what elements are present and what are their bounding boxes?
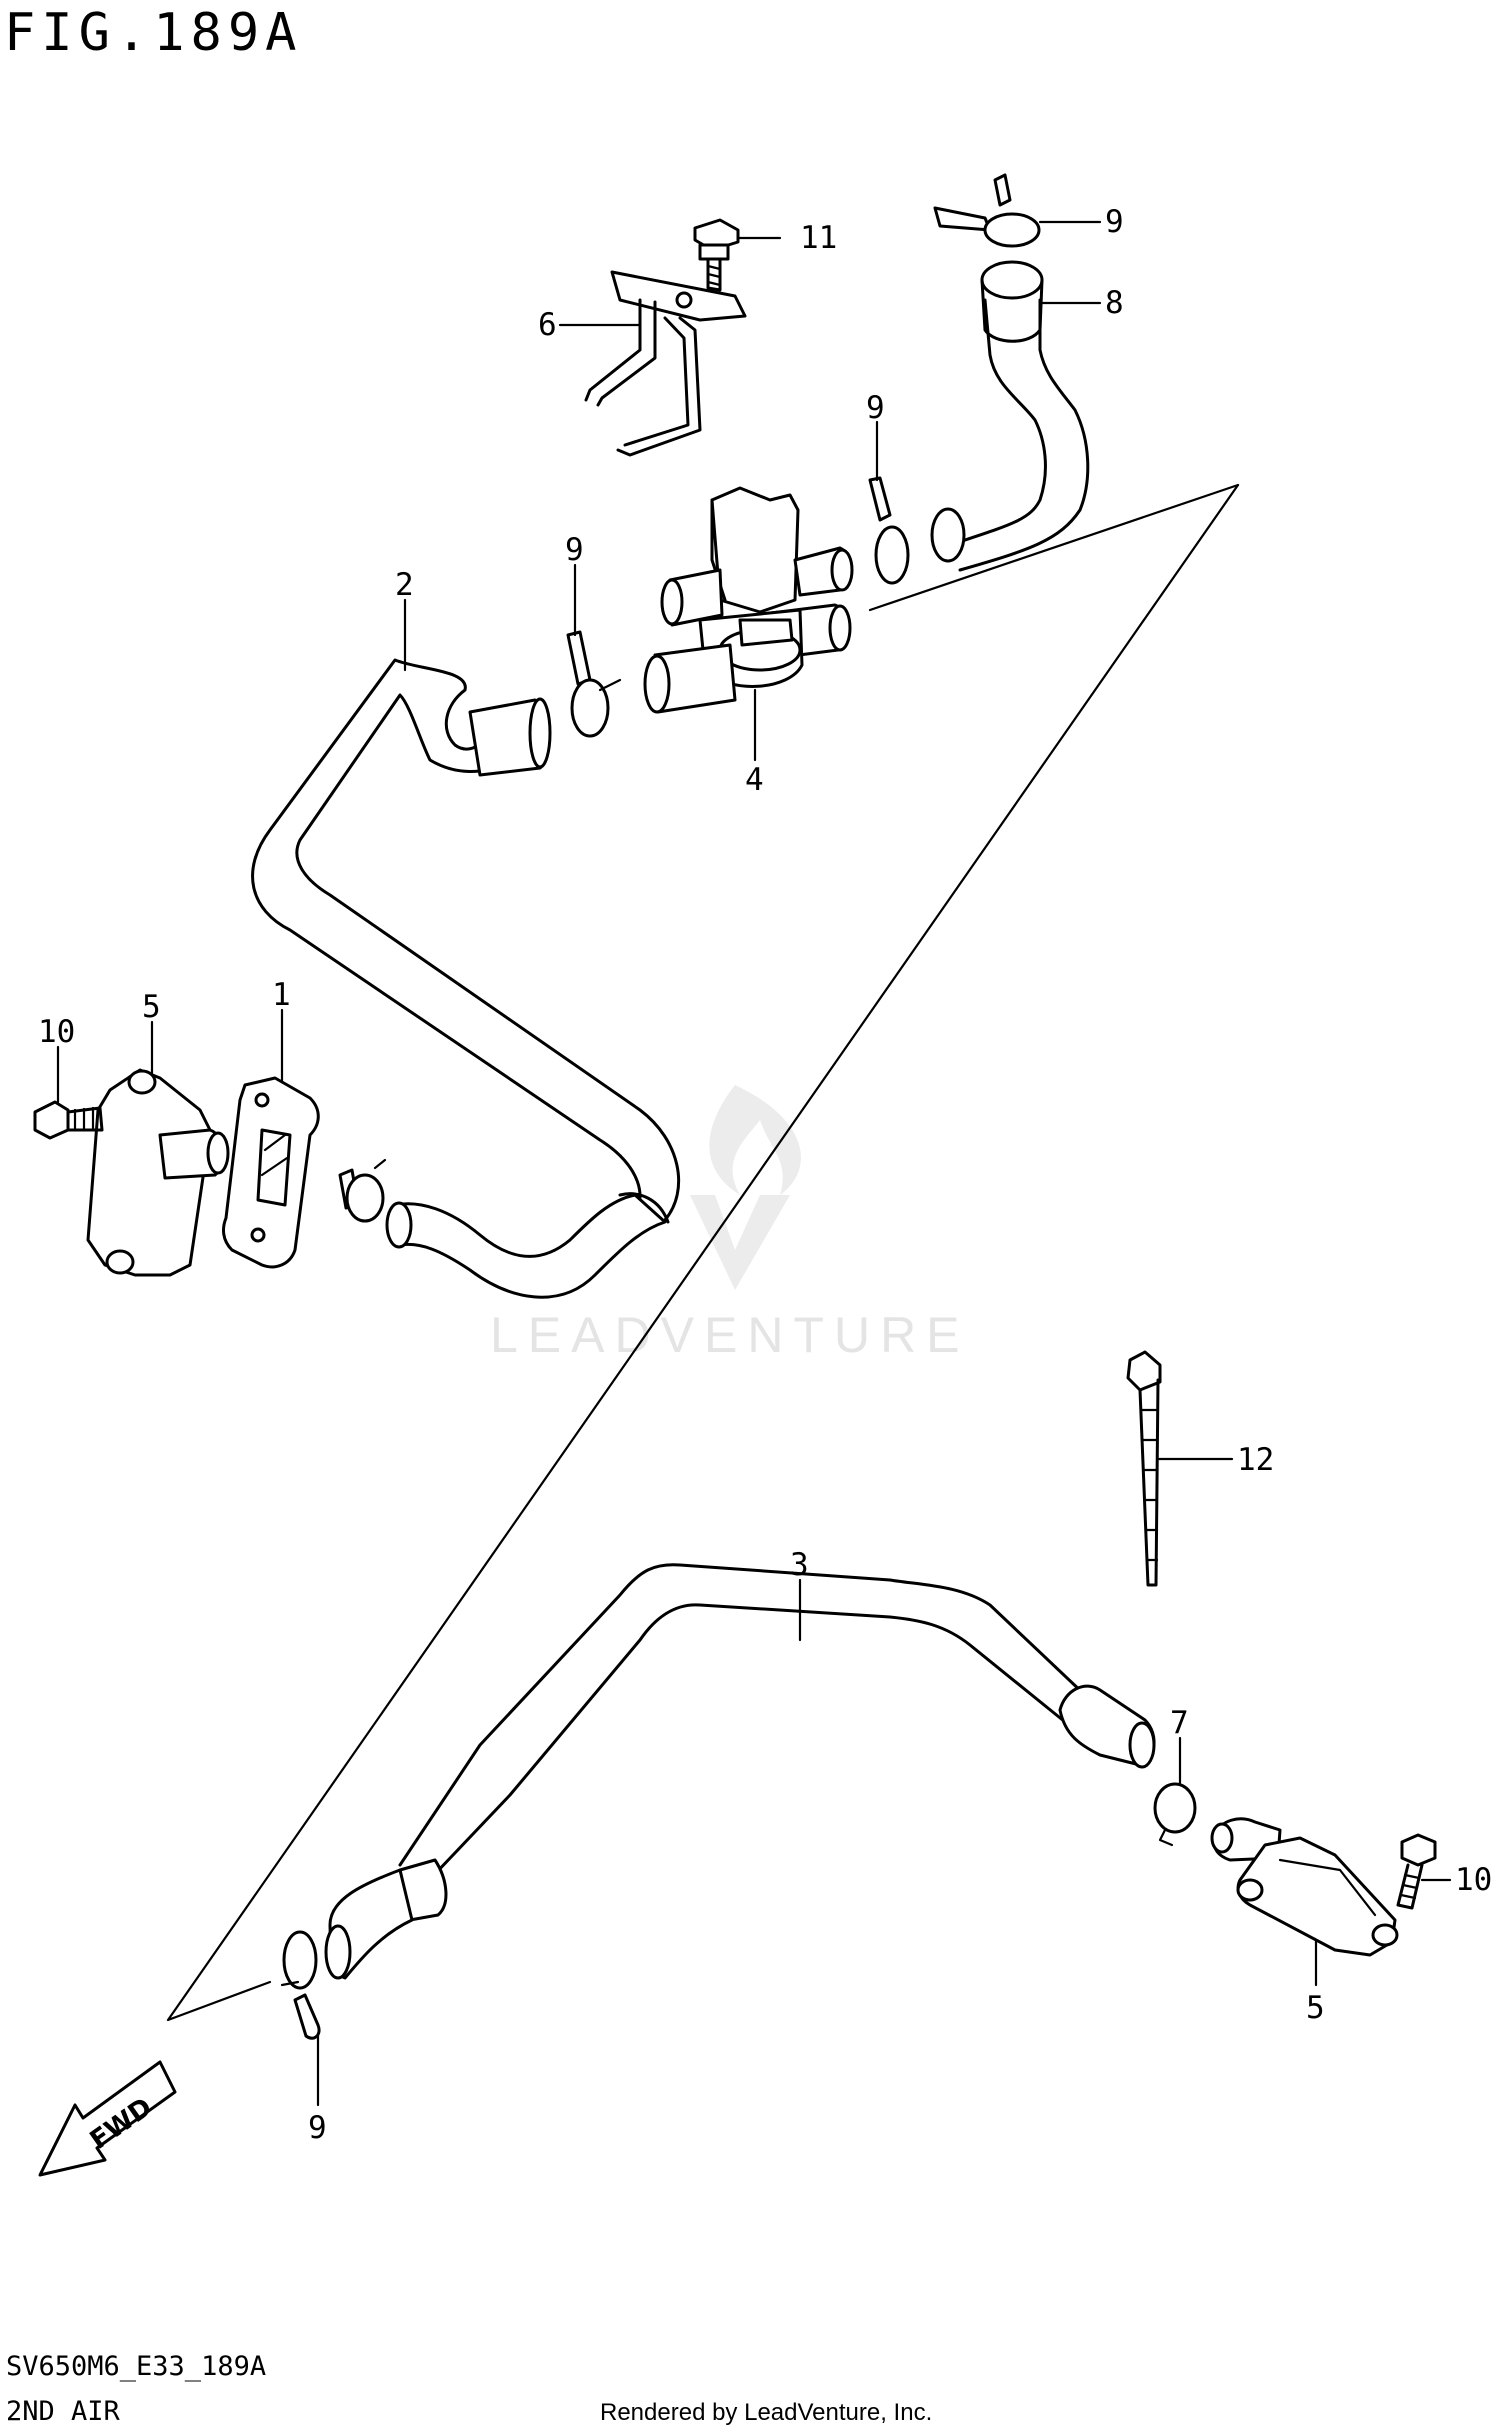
bolt-10-left (33, 1100, 104, 1140)
callout-5-left: 5 (142, 989, 161, 1025)
bolt-11 (693, 218, 740, 292)
assembly-boundary-line (166, 483, 1240, 2022)
boundary-upper-edge (868, 483, 1240, 612)
callout-11: 11 (800, 220, 837, 256)
clamp-9-top (933, 173, 1041, 248)
callout-9-upper-left: 9 (565, 532, 584, 568)
callout-6: 6 (538, 307, 557, 343)
callout-10-left: 10 (38, 1014, 75, 1050)
callout-4: 4 (745, 762, 764, 798)
figure-title: FIG.189A (4, 3, 302, 63)
callout-10-right: 10 (1455, 1862, 1492, 1898)
gasket-1 (222, 1076, 320, 1269)
clamp-9-bottom (280, 1930, 321, 2040)
clamp-9-upper-left (566, 630, 622, 738)
valve-4 (643, 486, 854, 714)
clamp-9-upper-right (868, 476, 910, 585)
hose-3 (324, 1563, 1156, 1980)
reed-cover-5-left (86, 1068, 230, 1277)
callout-9-bottom: 9 (308, 2110, 327, 2146)
callout-1: 1 (272, 977, 291, 1013)
callout-8: 7 (1170, 1705, 1189, 1741)
section-name: 2ND AIR (6, 2396, 121, 2427)
reed-cover-5-right (1210, 1817, 1399, 1957)
rendered-by-credit: Rendered by LeadVenture, Inc. (600, 2399, 932, 2426)
bolt-10-right (1396, 1833, 1437, 1910)
watermark-text: LEADVENTURE (490, 1307, 970, 1363)
clamp-8 (1153, 1782, 1197, 1847)
callout-2: 2 (395, 567, 414, 603)
leader-lines (56, 220, 1452, 2107)
hose-7 (930, 260, 1090, 572)
forward-direction-arrow: FWD (38, 2060, 177, 2177)
clamp-9-middle-left (338, 1158, 387, 1223)
callout-7: 8 (1105, 285, 1124, 321)
callout-5-right: 5 (1306, 1990, 1325, 2026)
callout-9-upper-right: 9 (866, 390, 885, 426)
callout-9-top: 9 (1105, 204, 1124, 240)
leadventure-watermark: LEADVENTURE (490, 1085, 970, 1363)
callout-12: 12 (1237, 1442, 1274, 1478)
callout-3: 3 (790, 1547, 809, 1583)
callout-numbers: 11 9 8 6 9 2 9 4 5 1 10 12 3 7 10 5 9 (38, 204, 1492, 2146)
model-code: SV650M6_E33_189A (6, 2351, 266, 2382)
cable-tie-12 (1126, 1350, 1162, 1587)
bracket-6 (584, 270, 747, 457)
hose-2 (251, 658, 681, 1299)
